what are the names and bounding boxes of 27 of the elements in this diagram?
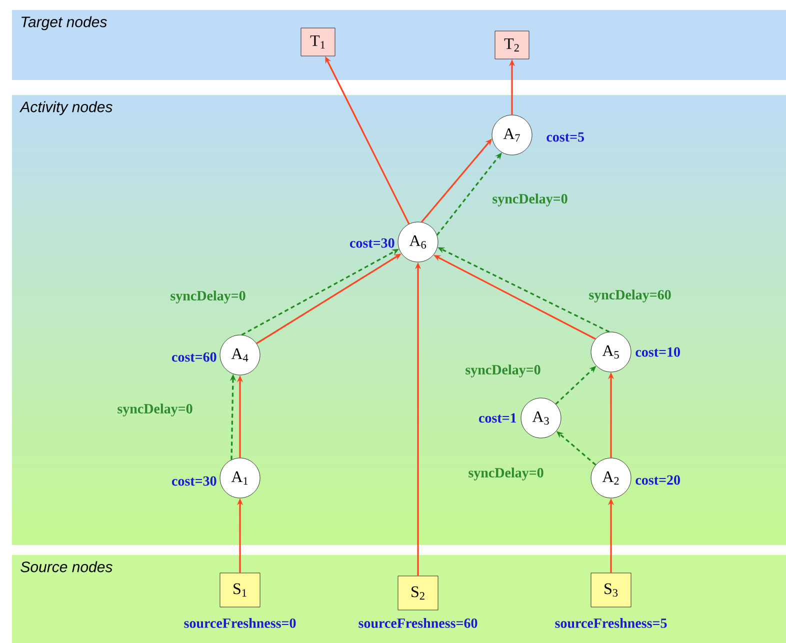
source-box: S$_{2}$ [398,576,438,610]
edge-label: syncDelay=0 [118,404,192,416]
edge-label: syncDelay=0 [466,364,540,378]
annotation: cost=60 [172,352,216,362]
annotation: sourceFreshness=60 [358,618,478,628]
target-box: T$_{1}$ [300,28,336,56]
edge-label: syncDelay=0 [492,194,568,206]
annotation: cost=10 [636,347,680,357]
band [12,95,786,545]
band [12,10,786,80]
target-box: T$_{2}$ [494,30,530,60]
edge-label: syncDelay=60 [589,290,671,302]
band-heading: Activity nodes [19,101,112,116]
annotation: cost=30 [350,238,394,248]
source-box: S$_{3}$ [590,572,632,608]
annotation: cost=30 [172,476,216,486]
band-heading: Source nodes [20,561,112,572]
annotation: sourceFreshness=0 [184,618,296,628]
band [12,555,786,643]
annotation: cost=5 [546,132,584,142]
edge-label: syncDelay=0 [468,468,544,480]
annotation: cost=1 [479,413,516,423]
annotation: sourceFreshness=5 [555,618,667,628]
annotation: cost=20 [636,475,680,485]
source-box: S$_{1}$ [220,572,260,608]
band-heading: Target nodes [22,16,107,30]
edge-label: syncDelay=0 [170,290,246,304]
